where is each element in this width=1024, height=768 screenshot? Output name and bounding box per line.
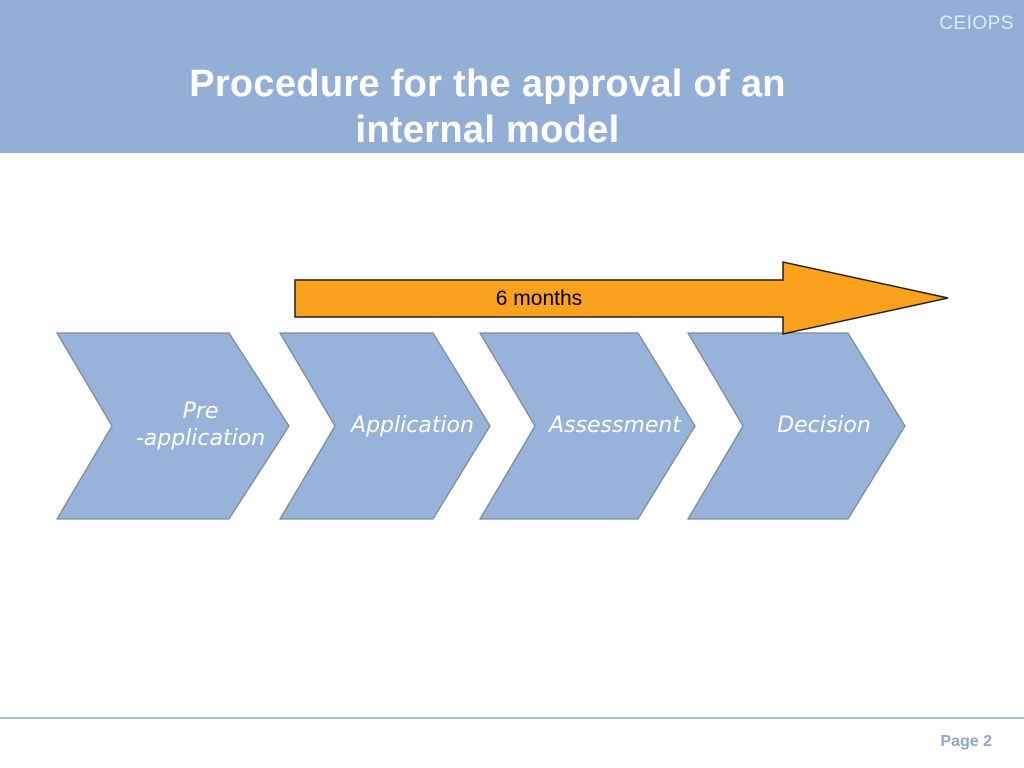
slide-title-line1: Procedure for the approval of an (189, 63, 786, 105)
page-number: Page 2 (940, 733, 992, 750)
brand-text: CEIOPS (939, 13, 1014, 34)
stage-chevron-2 (278, 332, 491, 520)
slide-title: Procedure for the approval of an interna… (0, 61, 975, 153)
duration-arrow (294, 261, 949, 335)
stage-chevrons-group (55, 332, 906, 520)
header-band: CEIOPS Procedure for the approval of an … (0, 0, 1024, 153)
stage-chevron-3 (478, 332, 696, 520)
stage-chevron-1 (55, 332, 290, 520)
footer-divider (0, 717, 1024, 719)
stage-chevron-4 (686, 332, 906, 520)
duration-arrow-label: 6 months (495, 286, 583, 310)
slide-title-line2: internal model (355, 109, 620, 151)
